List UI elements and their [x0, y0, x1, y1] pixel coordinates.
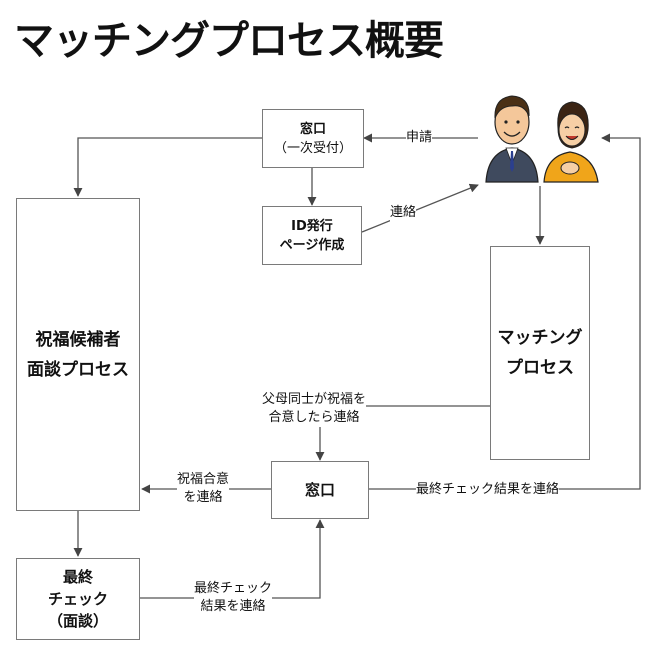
couple-icon: [485, 95, 599, 183]
box-label: 窓口: [304, 481, 335, 499]
label-contact: 連絡: [390, 204, 417, 222]
box-window-first-reception: 窓口 （一次受付）: [262, 109, 364, 168]
box-final-check: 最終 チェック （面談）: [16, 558, 140, 640]
label-final-check-result: 最終チェック 結果を連絡: [194, 580, 273, 616]
box-matching-process: マッチング プロセス: [490, 246, 590, 460]
label-line: 祝福合意: [177, 472, 230, 487]
box-id-issue: ID発行 ページ作成: [262, 206, 362, 265]
box-label: 祝福候補者: [35, 329, 121, 350]
box-blessing-candidate-interview: 祝福候補者 面談プロセス: [16, 198, 140, 511]
label-line: 最終チェック: [194, 581, 273, 596]
label-apply: 申請: [406, 129, 433, 147]
arrow-contact: [361, 183, 479, 233]
label-parents-agree: 父母同士が祝福を 合意したら連絡: [262, 391, 367, 427]
box-label: （面談）: [47, 612, 108, 630]
box-label: ID発行: [291, 218, 333, 234]
arrow-window-to-blessing: [73, 137, 262, 197]
box-label: 面談プロセス: [27, 359, 129, 380]
label-line: 父母同士が祝福を: [262, 392, 367, 407]
label-line: 結果を連絡: [200, 599, 266, 614]
page-title: マッチングプロセス概要: [14, 18, 444, 64]
box-label: （一次受付）: [273, 140, 352, 156]
label-blessing-agree: 祝福合意 を連絡: [177, 471, 230, 507]
box-label: チェック: [47, 590, 108, 608]
label-line: 合意したら連絡: [268, 410, 360, 425]
woman-figure: [543, 101, 599, 183]
label-final-result: 最終チェック結果を連絡: [416, 481, 560, 499]
box-label: プロセス: [506, 358, 574, 378]
box-label: ページ作成: [279, 237, 345, 253]
box-window-mid: 窓口: [271, 461, 369, 519]
man-figure: [485, 95, 539, 183]
box-label: 窓口: [299, 121, 326, 137]
box-label: マッチング: [497, 328, 583, 348]
label-line: を連絡: [183, 490, 223, 505]
box-label: 最終: [62, 568, 93, 586]
